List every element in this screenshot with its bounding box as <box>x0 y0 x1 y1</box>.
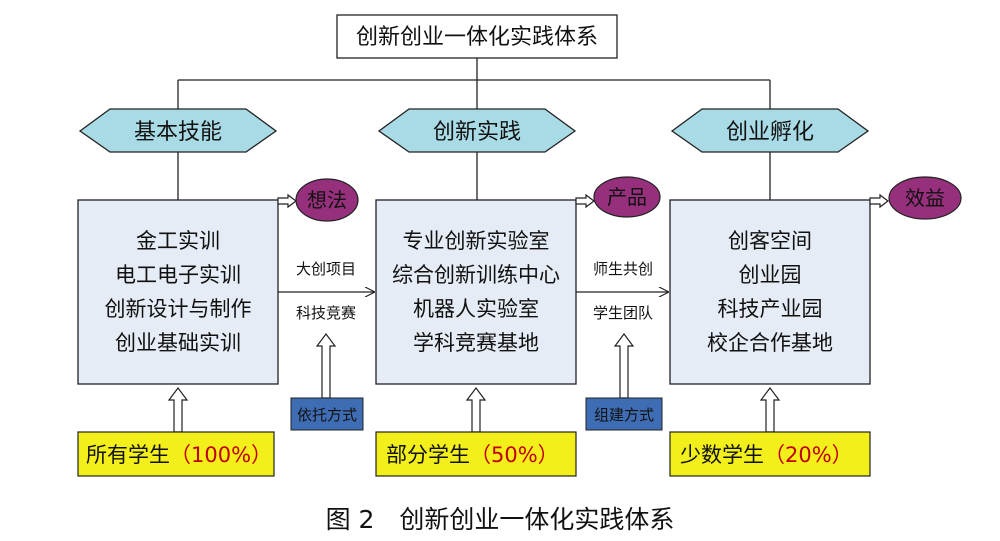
up-arrow-students-3 <box>759 387 781 433</box>
up-arrow-method-1 <box>315 333 337 399</box>
arrow-label-bottom: 科技竞赛 <box>296 304 356 322</box>
outcome-label: 效益 <box>905 186 945 210</box>
connector-lines <box>177 58 771 200</box>
arrow-col2-to-col3: 师生共创 学生团队 <box>576 260 668 322</box>
students-percent: （50%） <box>470 443 559 467</box>
students-label: 所有学生 <box>86 443 170 467</box>
students-part-box: 部分学生（50%） <box>375 431 577 477</box>
outcome-oval-product: 产品 <box>593 176 661 218</box>
method-label: 组建方式 <box>594 406 654 424</box>
up-arrow-students-2 <box>465 387 487 433</box>
students-percent: （100%） <box>170 443 272 467</box>
method-box-formation: 组建方式 <box>585 397 663 431</box>
system-title-box: 创新创业一体化实践体系 <box>336 14 618 59</box>
hexagon-label: 创业孵化 <box>726 120 814 145</box>
hexagon-incubation: 创业孵化 <box>670 108 870 153</box>
column-item: 电工电子实训 <box>115 263 241 287</box>
system-title: 创新创业一体化实践体系 <box>356 25 598 50</box>
method-box-reliance: 依托方式 <box>290 397 364 431</box>
up-arrow-students-1 <box>167 387 189 433</box>
column-item: 综合创新训练中心 <box>392 263 560 287</box>
column-item: 机器人实验室 <box>413 297 539 321</box>
arrow-label-top: 大创项目 <box>296 260 356 278</box>
column-item: 创业园 <box>739 263 802 287</box>
up-arrows <box>167 333 781 433</box>
hexagon-innovation-practice: 创新实践 <box>377 108 577 153</box>
column-item: 科技产业园 <box>718 297 823 321</box>
outcome-label: 想法 <box>307 188 347 212</box>
students-few-text: 少数学生（20%） <box>680 443 853 467</box>
students-percent: （20%） <box>764 443 853 467</box>
arrow-label-bottom: 学生团队 <box>593 304 653 322</box>
column-item: 创业基础实训 <box>115 331 241 355</box>
students-label: 少数学生 <box>680 443 764 467</box>
outcome-oval-idea: 想法 <box>295 178 359 222</box>
outcome-label: 产品 <box>607 185 647 209</box>
column-item: 金工实训 <box>136 229 220 253</box>
column-item: 校企合作基地 <box>707 331 833 355</box>
column-incubation: 创客空间 创业园 科技产业园 校企合作基地 <box>669 199 871 385</box>
column-item: 创客空间 <box>728 229 812 253</box>
arrow-label-top: 师生共创 <box>593 260 653 278</box>
column-item: 专业创新实验室 <box>403 229 550 253</box>
up-arrow-method-2 <box>613 333 635 399</box>
hexagon-basic-skills: 基本技能 <box>78 108 278 153</box>
students-label: 部分学生 <box>386 443 470 467</box>
students-all-text: 所有学生（100%） <box>86 443 272 467</box>
column-innovation-practice: 专业创新实验室 综合创新训练中心 机器人实验室 学科竞赛基地 <box>375 199 577 385</box>
column-item: 学科竞赛基地 <box>413 331 539 355</box>
hexagon-label: 创新实践 <box>433 120 521 145</box>
column-basic-skills: 金工实训 电工电子实训 创新设计与制作 创业基础实训 <box>77 199 279 385</box>
outcome-oval-benefit: 效益 <box>888 176 962 220</box>
arrow-col1-to-col2: 大创项目 科技竞赛 <box>278 260 374 322</box>
students-all-box: 所有学生（100%） <box>77 431 275 477</box>
hexagon-label: 基本技能 <box>134 120 222 145</box>
figure-caption: 图 2 创新创业一体化实践体系 <box>326 505 675 534</box>
outcome-arrows <box>277 193 889 209</box>
students-part-text: 部分学生（50%） <box>386 443 559 467</box>
method-label: 依托方式 <box>297 406 357 424</box>
column-item: 创新设计与制作 <box>105 297 252 321</box>
students-few-box: 少数学生（20%） <box>669 431 871 477</box>
